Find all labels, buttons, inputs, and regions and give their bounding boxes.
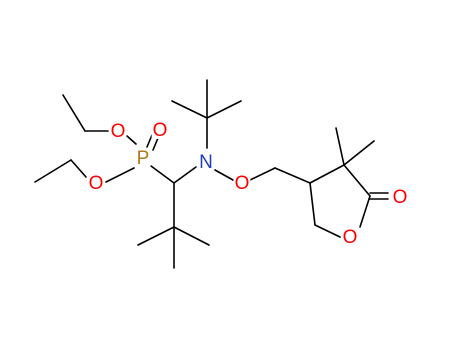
- atom-oxygen-ester-upper: O: [111, 121, 126, 142]
- bond: [173, 166, 197, 184]
- bond: [214, 169, 234, 181]
- atom-label-background: [135, 150, 151, 167]
- bond: [150, 165, 175, 184]
- bond: [137, 226, 175, 246]
- atom-oxygen-ester-lower: O: [89, 173, 104, 194]
- atom-label-background: [233, 175, 251, 192]
- bond: [249, 167, 276, 181]
- bond: [343, 164, 371, 197]
- atom-phosphorus: P: [137, 148, 150, 169]
- atom-label-background: [391, 189, 409, 206]
- atom-label-background: [151, 122, 169, 139]
- atom-label-background: [109, 123, 127, 140]
- atom-label-background: [341, 229, 359, 246]
- bond: [309, 164, 345, 184]
- atom-oxygen-carbonyl: O: [393, 187, 408, 208]
- bond: [314, 224, 341, 238]
- bond: [309, 182, 316, 226]
- bond: [335, 127, 345, 166]
- bond: [70, 159, 87, 178]
- atom-oxygen-phosphoryl: O: [153, 120, 168, 141]
- bond: [152, 137, 159, 151]
- bonds: [34, 79, 389, 269]
- bond: [146, 134, 153, 148]
- atom-label-background: [87, 175, 105, 192]
- bond: [173, 226, 210, 246]
- atom-label-background: [198, 154, 214, 171]
- atom-oxygen-ring: O: [343, 227, 358, 248]
- bond: [359, 195, 371, 228]
- bond: [171, 100, 208, 119]
- bond: [62, 94, 86, 132]
- atom-nitrogen: N: [199, 152, 213, 173]
- bond: [343, 140, 375, 166]
- bond: [274, 167, 311, 184]
- bond: [105, 167, 135, 183]
- atom-oxygen-nitroxide: O: [235, 173, 250, 194]
- atom-labels: P O O O N O O O: [87, 120, 409, 248]
- bond: [206, 100, 242, 119]
- bond: [34, 159, 72, 183]
- bond: [126, 135, 137, 145]
